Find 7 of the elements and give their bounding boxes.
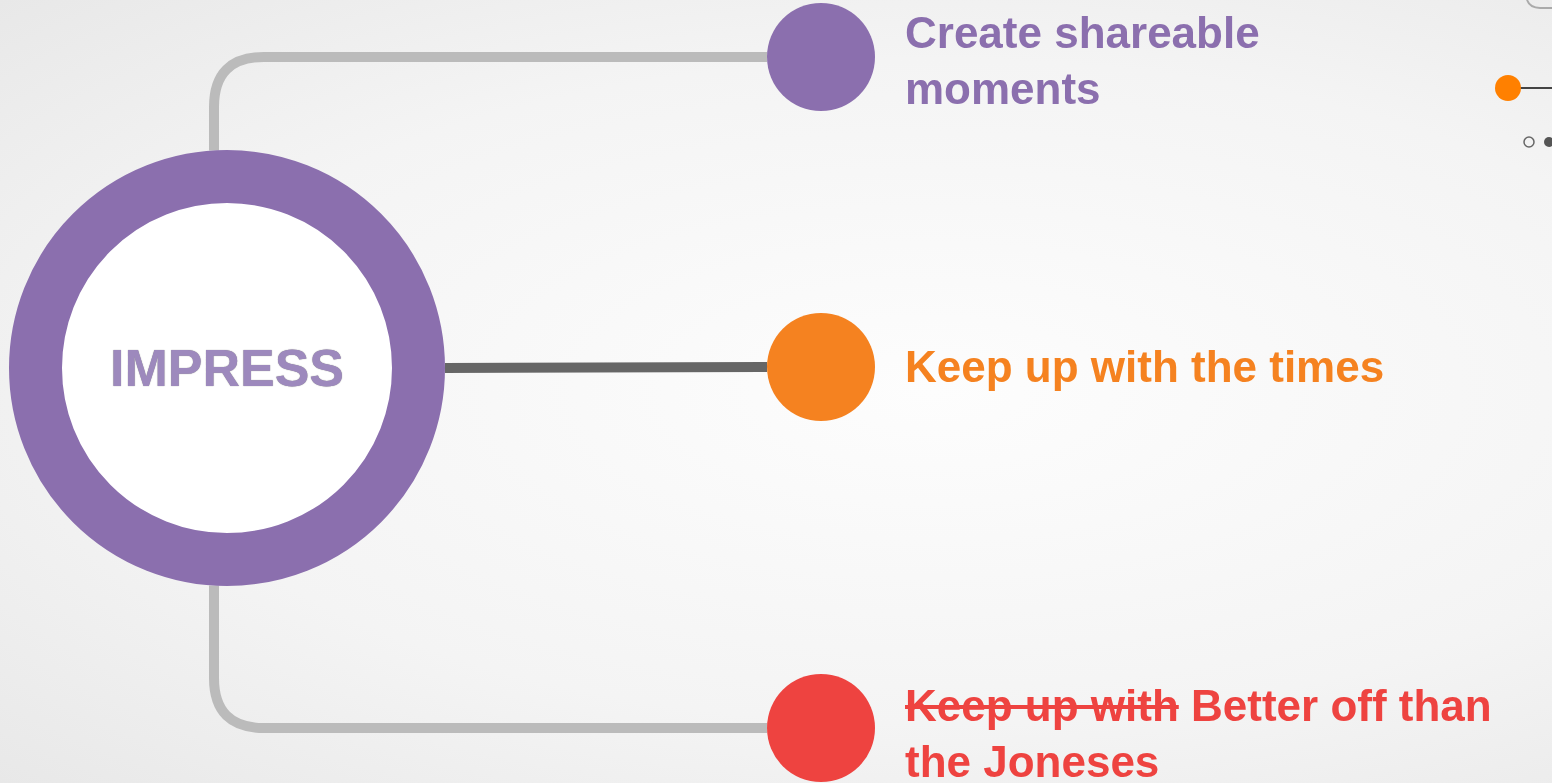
connector-line — [209, 585, 767, 733]
connector-line — [209, 52, 767, 151]
bullet-text: Keep up with Better off than the Joneses — [905, 680, 1493, 783]
center-label: IMPRESS — [109, 338, 345, 398]
connector-line — [445, 362, 767, 373]
bullet-text: Create shareable moments — [905, 7, 1261, 115]
bullet-text: Keep up with the times — [905, 341, 1386, 393]
